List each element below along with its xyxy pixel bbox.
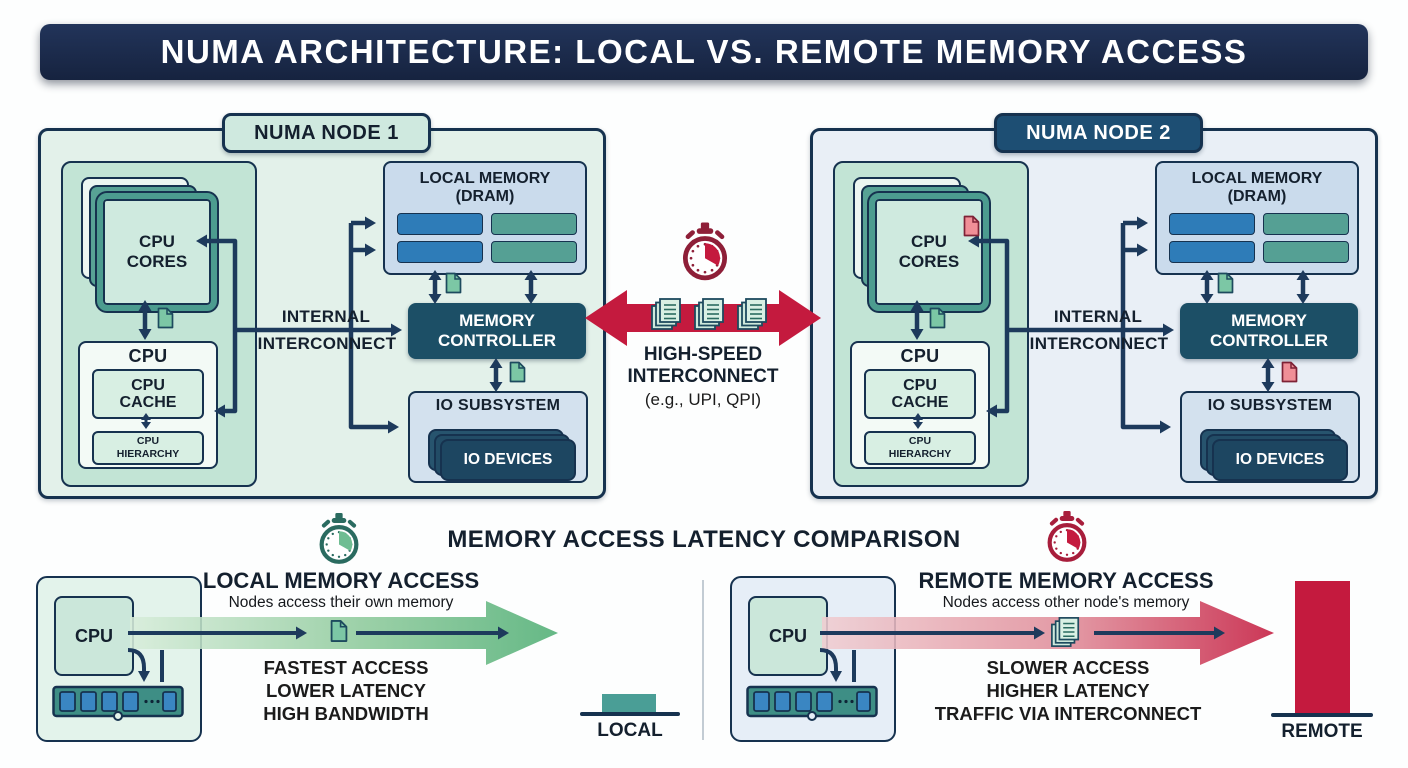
cpu-cache-box: CPU CACHE bbox=[92, 369, 204, 419]
local-bar-baseline bbox=[580, 712, 680, 716]
interconnect-label-line3: (e.g., UPI, QPI) bbox=[644, 390, 762, 409]
memory-pages-stack-icon bbox=[737, 298, 767, 330]
local-memory-title: LOCAL MEMORY (DRAM) bbox=[1191, 170, 1323, 205]
io-subsystem-box-1: IO SUBSYSTEM IO DEVICES bbox=[408, 391, 588, 483]
remote-page-icon bbox=[1281, 361, 1298, 383]
remote-page-icon bbox=[963, 215, 980, 237]
io-devices-box: IO DEVICES bbox=[1212, 439, 1348, 481]
memory-bank-bar bbox=[1263, 213, 1349, 235]
internal-interconnect-label-top: INTERNAL bbox=[1053, 307, 1143, 326]
memory-controller-1: MEMORY CONTROLLER bbox=[408, 303, 586, 359]
local-node-box: CPU bbox=[36, 576, 202, 742]
numa-node-2: CPU CORES CPU CPU CACHE CPU HIERARCHY LO… bbox=[810, 113, 1378, 499]
memory-controller-2: MEMORY CONTROLLER bbox=[1180, 303, 1358, 359]
memory-bank-bar bbox=[1263, 241, 1349, 263]
memory-page-icon bbox=[445, 272, 462, 294]
local-memory-title: LOCAL MEMORY (DRAM) bbox=[419, 170, 551, 205]
memory-page-icon bbox=[1217, 272, 1234, 294]
stopwatch-icon-remote bbox=[1047, 510, 1087, 562]
local-memory-box-2: LOCAL MEMORY (DRAM) bbox=[1155, 161, 1359, 275]
section-divider bbox=[702, 580, 704, 740]
local-benefits-list: FASTEST ACCESS LOWER LATENCY HIGH BANDWI… bbox=[196, 656, 496, 725]
cpu-box-1: CPU CPU CACHE CPU HIERARCHY bbox=[78, 341, 218, 469]
memory-page-icon bbox=[330, 620, 348, 642]
cpu-hierarchy-box: CPU HIERARCHY bbox=[92, 431, 204, 465]
io-subsystem-box-2: IO SUBSYSTEM IO DEVICES bbox=[1180, 391, 1360, 483]
memory-pages-stack-icon bbox=[1051, 617, 1080, 647]
remote-bar-label: REMOTE bbox=[1281, 721, 1363, 742]
title-banner: NUMA ARCHITECTURE: LOCAL VS. REMOTE MEMO… bbox=[40, 24, 1368, 80]
memory-bank-bar bbox=[397, 241, 483, 263]
local-access-heading: LOCAL MEMORY ACCESS bbox=[202, 568, 480, 593]
local-bar-label: LOCAL bbox=[597, 720, 663, 741]
remote-node-box: CPU bbox=[730, 576, 896, 742]
benefit-item: HIGH BANDWIDTH bbox=[263, 703, 429, 724]
io-subsystem-title: IO SUBSYSTEM bbox=[435, 397, 561, 414]
comparison-title: MEMORY ACCESS LATENCY COMPARISON bbox=[447, 526, 961, 553]
local-memory-box-1: LOCAL MEMORY (DRAM) bbox=[383, 161, 587, 275]
interconnect-label-line2: INTERCONNECT bbox=[627, 366, 779, 387]
cpu-hierarchy-box: CPU HIERARCHY bbox=[864, 431, 976, 465]
cpu-box-2: CPU CPU CACHE CPU HIERARCHY bbox=[850, 341, 990, 469]
ram-module-icon bbox=[52, 685, 184, 721]
memory-page-icon bbox=[509, 361, 526, 383]
node2-tab: NUMA NODE 2 bbox=[994, 113, 1203, 153]
stopwatch-icon-interconnect bbox=[682, 222, 728, 281]
cpu-cores-box-1: CPU CORES bbox=[97, 193, 217, 311]
memory-pages-stack-icon bbox=[651, 298, 681, 330]
local-access-subtitle: Nodes access their own memory bbox=[228, 594, 454, 611]
node1-tab: NUMA NODE 1 bbox=[222, 113, 431, 153]
cpu-cache-box: CPU CACHE bbox=[864, 369, 976, 419]
drawback-item: HIGHER LATENCY bbox=[986, 680, 1150, 701]
benefit-item: FASTEST ACCESS bbox=[263, 657, 429, 678]
memory-bank-bar bbox=[1169, 213, 1255, 235]
internal-interconnect-label-bottom: INTERCONNECT bbox=[1029, 334, 1169, 353]
numa-node-1: CPU CORES CPU CPU CACHE CPU HIERARCHY LO… bbox=[38, 113, 606, 499]
io-devices-box: IO DEVICES bbox=[440, 439, 576, 481]
cpu-label: CPU bbox=[128, 346, 168, 366]
internal-interconnect-label-top: INTERNAL bbox=[281, 307, 371, 326]
memory-bank-bar bbox=[1169, 241, 1255, 263]
memory-bank-bar bbox=[491, 241, 577, 263]
memory-bank-bar bbox=[491, 213, 577, 235]
internal-interconnect-label-bottom: INTERCONNECT bbox=[257, 334, 397, 353]
cpu-box-remote: CPU bbox=[748, 596, 828, 676]
drawback-item: TRAFFIC VIA INTERCONNECT bbox=[934, 703, 1202, 724]
benefit-item: LOWER LATENCY bbox=[266, 680, 426, 701]
cpu-box-local: CPU bbox=[54, 596, 134, 676]
remote-access-subtitle: Nodes access other node's memory bbox=[942, 594, 1190, 611]
remote-bar-baseline bbox=[1271, 713, 1373, 717]
remote-latency-bar bbox=[1295, 581, 1350, 713]
cpu-label: CPU bbox=[900, 346, 940, 366]
memory-page-icon bbox=[157, 307, 174, 329]
remote-drawbacks-list: SLOWER ACCESS HIGHER LATENCY TRAFFIC VIA… bbox=[918, 656, 1218, 725]
memory-pages-stack-icon bbox=[694, 298, 724, 330]
remote-access-heading: REMOTE MEMORY ACCESS bbox=[918, 568, 1214, 593]
page-title: NUMA ARCHITECTURE: LOCAL VS. REMOTE MEMO… bbox=[160, 33, 1248, 70]
interconnect-label-line1: HIGH-SPEED bbox=[643, 344, 763, 365]
local-latency-bar bbox=[602, 694, 656, 712]
memory-bank-bar bbox=[397, 213, 483, 235]
memory-page-icon bbox=[929, 307, 946, 329]
drawback-item: SLOWER ACCESS bbox=[986, 657, 1150, 678]
cpu-cores-box-2: CPU CORES bbox=[869, 193, 989, 311]
stopwatch-icon-local bbox=[319, 512, 359, 564]
io-subsystem-title: IO SUBSYSTEM bbox=[1207, 397, 1333, 414]
ram-module-icon bbox=[746, 685, 878, 721]
